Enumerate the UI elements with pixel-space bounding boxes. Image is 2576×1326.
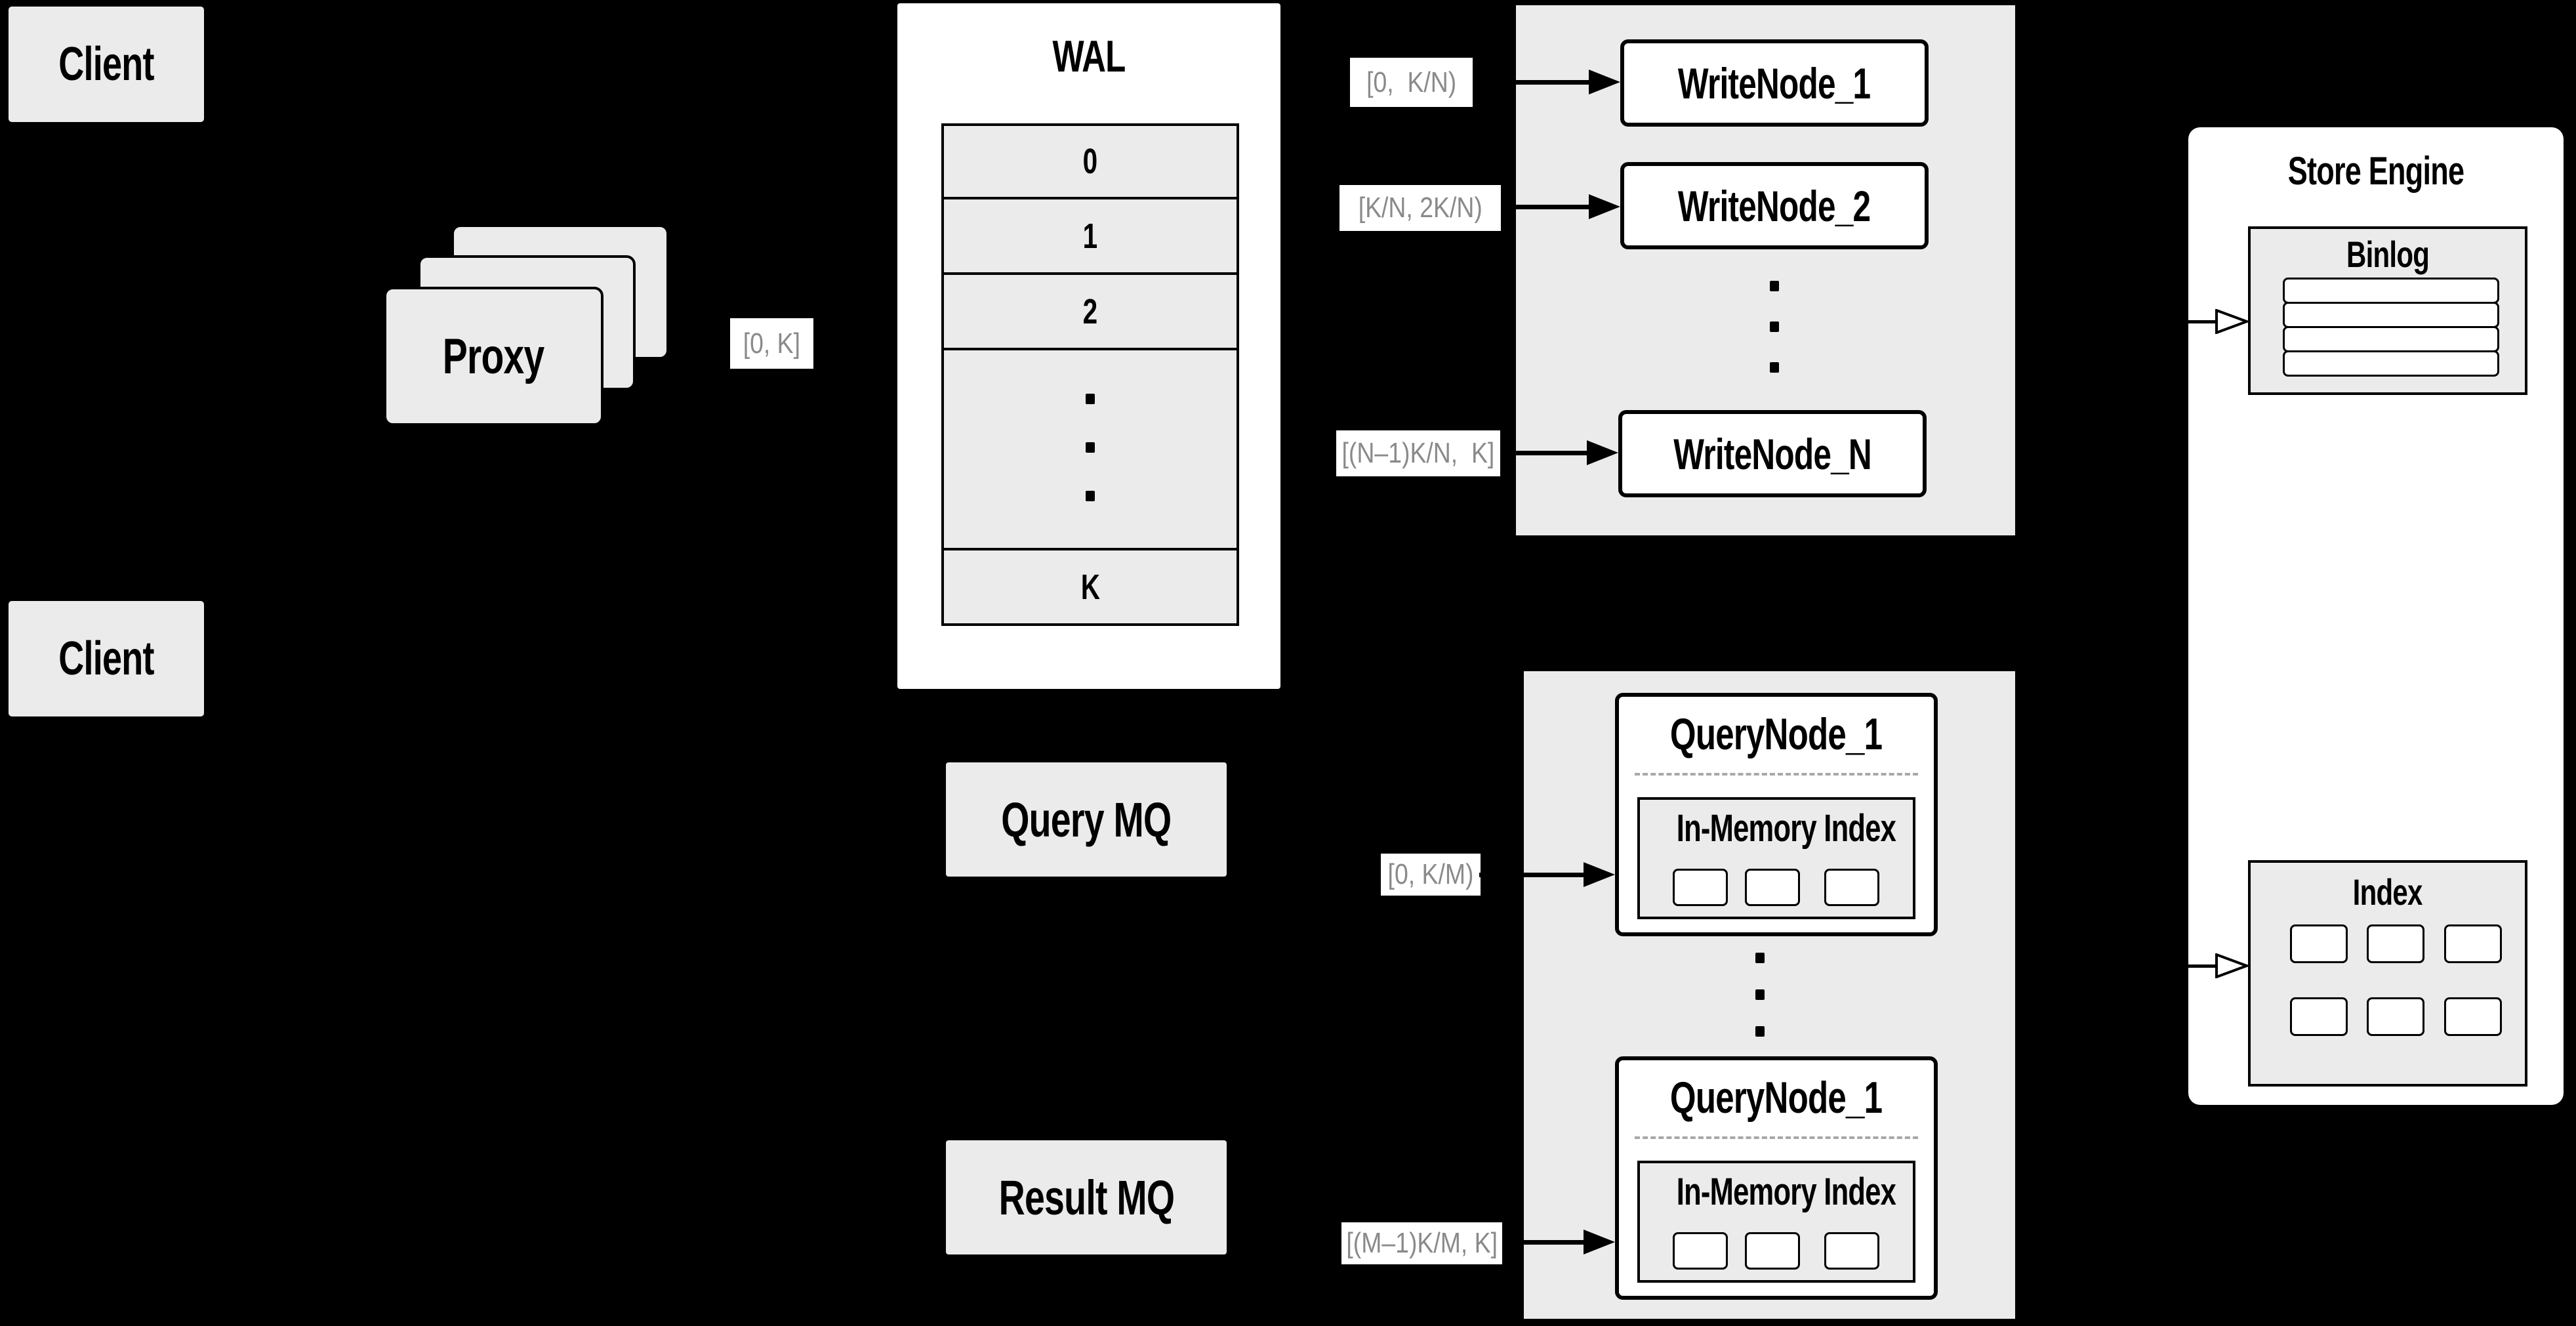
wal-row-2: 2 [944,275,1237,350]
wal-panel: WAL 0 1 2 K [897,3,1280,689]
client-bottom-label: Client [58,632,154,685]
binlog-row [2283,302,2499,328]
index-cell [2367,997,2424,1036]
range-label-qn1: [0, K/M) [1381,854,1481,896]
wal-table: 0 1 2 K [941,123,1239,626]
index-cell [2290,997,2348,1036]
index-cell [2444,924,2502,963]
binlog-title: Binlog [2346,234,2430,275]
wal-title: WAL [1052,31,1126,81]
index-box: Index [2248,860,2527,1087]
store-engine-title: Store Engine [2287,149,2464,193]
wal-row-0: 0 [944,126,1237,199]
segment-cell [1824,1232,1879,1270]
client-box-top: Client [7,5,206,124]
query-node-1: QueryNode_1 In-Memory Index [1615,693,1938,936]
query-node-2-title: QueryNode_1 [1670,1073,1883,1123]
query-mq-box: Query MQ [946,762,1227,877]
range-label-wn2: [K/N, 2K/N) [1339,185,1501,231]
wal-row-k: K [944,550,1237,623]
binlog-row [2283,350,2499,377]
index-cell [2444,997,2502,1036]
segment-cell [1673,1232,1728,1270]
result-mq-box: Result MQ [946,1140,1227,1254]
index-title: Index [2353,871,2423,913]
range-label-proxy-wal: [0, K] [730,318,813,369]
proxy-label: Proxy [443,328,544,384]
query-node-2: QueryNode_1 In-Memory Index [1615,1056,1938,1300]
binlog-row [2283,326,2499,352]
index-cell [2290,924,2348,963]
wal-ellipsis-dots [1086,394,1095,501]
client-top-label: Client [58,38,154,91]
index-cell [2367,924,2424,963]
proxy-card-front: Proxy [384,287,603,426]
query-node-2-divider [1635,1136,1918,1139]
write-node-n: WriteNode_N [1618,410,1927,497]
segment-cell [1673,869,1728,906]
write-node-ellipsis-dots [1770,281,1779,373]
wal-row-1: 1 [944,199,1237,275]
query-node-1-inmemory: In-Memory Index [1637,797,1915,919]
query-node-2-inmemory: In-Memory Index [1637,1161,1915,1283]
store-engine-panel: Store Engine Binlog Index [2188,127,2564,1105]
query-node-1-divider [1635,773,1918,776]
binlog-row [2283,278,2499,304]
write-node-2: WriteNode_2 [1620,162,1929,249]
range-label-wn1: [0, K/N) [1350,58,1473,107]
hollow-arrowhead-icon [2215,309,2248,334]
binlog-box: Binlog [2248,226,2527,395]
inmemory-index-2-title: In-Memory Index [1676,1171,1896,1213]
query-node-1-title: QueryNode_1 [1670,709,1883,759]
query-node-ellipsis-dots [1755,953,1765,1037]
segment-cell [1745,869,1800,906]
write-node-1: WriteNode_1 [1620,39,1929,127]
range-label-proxy-wal-text: [0, K] [743,327,801,360]
inmemory-index-1-title: In-Memory Index [1676,807,1896,850]
range-label-qn2: [(M–1)K/M, K] [1341,1222,1502,1264]
hollow-arrowhead-icon [2215,953,2248,978]
range-label-wnN: [(N–1)K/N, K] [1336,430,1500,476]
segment-cell [1745,1232,1800,1270]
client-box-bottom: Client [7,599,206,718]
segment-cell [1824,869,1879,906]
